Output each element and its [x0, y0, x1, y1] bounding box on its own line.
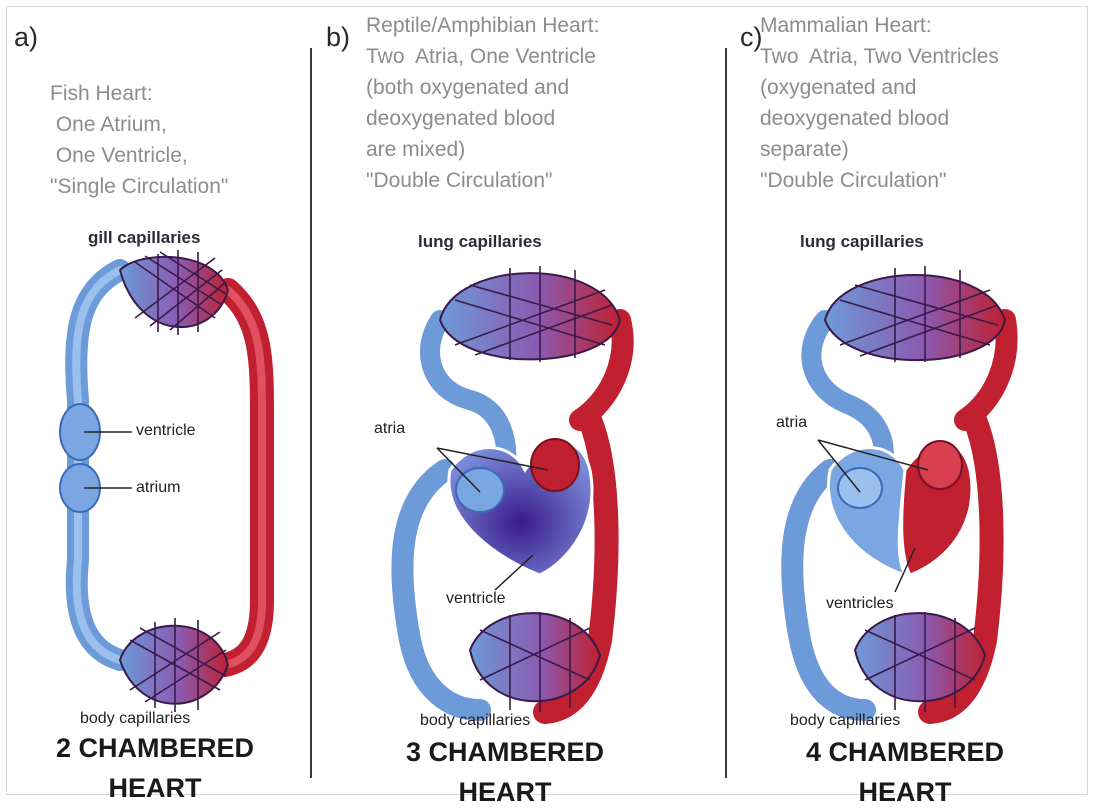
- left-atrium: [531, 439, 579, 491]
- panel-b-bottom-capillaries: body capillaries: [420, 712, 530, 730]
- panel-c-title-line2: HEART: [760, 772, 1050, 812]
- panel-a-ventricle-label: ventricle: [136, 422, 196, 440]
- panel-c-title-line1: 4 CHAMBERED: [760, 732, 1050, 772]
- panel-divider-1: [310, 48, 312, 778]
- panel-b-title-line2: HEART: [360, 772, 650, 812]
- panel-b-atria-label: atria: [374, 420, 405, 438]
- panel-a-atrium-label: atrium: [136, 479, 180, 497]
- panel-b-ventricle-label: ventricle: [446, 590, 506, 608]
- panel-b-top-capillaries: lung capillaries: [418, 232, 542, 252]
- left-atrium: [918, 441, 962, 489]
- panel-c-description: Mammalian Heart: Two Atria, Two Ventricl…: [760, 10, 999, 196]
- panel-a-letter: a): [14, 22, 38, 53]
- panel-c-top-capillaries: lung capillaries: [800, 232, 924, 252]
- panel-b-description: Reptile/Amphibian Heart: Two Atria, One …: [366, 10, 599, 196]
- panel-c-atria-label: atria: [776, 414, 807, 432]
- panel-a-title-line1: 2 CHAMBERED: [10, 728, 300, 768]
- panel-divider-2: [725, 48, 727, 778]
- panel-a-top-capillaries: gill capillaries: [88, 228, 200, 248]
- lung-capillary-bed: [440, 273, 620, 359]
- panel-a-title-line2: HEART: [10, 768, 300, 808]
- reptile-circulation: [402, 266, 622, 712]
- mammal-circulation: [792, 266, 1006, 712]
- panel-a-description: Fish Heart: One Atrium, One Ventricle, "…: [50, 78, 228, 202]
- panel-b-letter: b): [326, 22, 350, 53]
- panel-c-ventricles-label: ventricles: [826, 595, 894, 613]
- panel-a-bottom-capillaries: body capillaries: [80, 710, 190, 728]
- panel-b-title-line1: 3 CHAMBERED: [360, 732, 650, 772]
- panel-a-title: 2 CHAMBERED HEART: [10, 728, 300, 808]
- panel-c-bottom-capillaries: body capillaries: [790, 712, 900, 730]
- panel-b-title: 3 CHAMBERED HEART: [360, 732, 650, 812]
- panel-c-title: 4 CHAMBERED HEART: [760, 732, 1050, 812]
